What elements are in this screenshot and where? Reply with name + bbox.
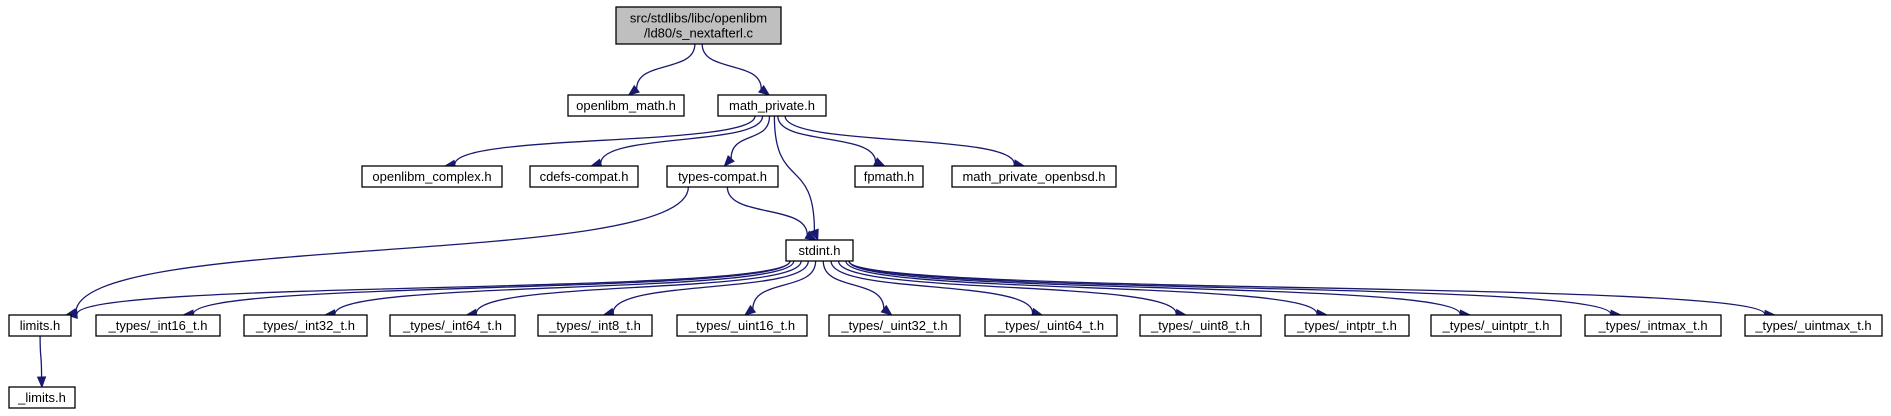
edge-types-compat-to-stdint (726, 186, 817, 241)
node-types-compat[interactable]: types-compat.h (666, 165, 779, 188)
node-label: openlibm_math.h (576, 98, 676, 113)
node-label: _types/_uintmax_t.h (1754, 318, 1871, 333)
node-label: /ld80/s_nextafterl.c (644, 26, 754, 41)
node-box (361, 165, 503, 188)
node-box (828, 314, 961, 337)
node-label: openlibm_complex.h (372, 169, 491, 184)
node-label: _types/_uint64_t.h (997, 318, 1104, 333)
edge-math-private-to-types-compat (723, 115, 771, 167)
edge-stdint-to-int8 (602, 260, 809, 317)
node-box (1430, 314, 1562, 337)
node-label: _types/_int8_t.h (548, 318, 641, 333)
node-label: math_private_openbsd.h (962, 169, 1105, 184)
node-uint64[interactable]: _types/_uint64_t.h (984, 314, 1118, 337)
edge-stdint-to-int32 (323, 260, 795, 319)
edge-limits-to--limits (36, 335, 47, 389)
node-intmax[interactable]: _types/_intmax_t.h (1584, 314, 1722, 337)
node-label: src/stdlibs/libc/openlibm (630, 11, 767, 26)
edge-math-private-to-math-private-openbsd (784, 115, 1026, 169)
node-stdint[interactable]: stdint.h (785, 239, 854, 262)
node-box (984, 314, 1118, 337)
node-box (666, 165, 779, 188)
node-label: types-compat.h (678, 169, 767, 184)
node--limits[interactable]: _limits.h (8, 386, 76, 409)
node-box (95, 314, 221, 337)
node-label: fpmath.h (864, 169, 915, 184)
edge-math-private-to-fpmath (777, 115, 886, 167)
node-math-private[interactable]: math_private.h (717, 94, 827, 117)
node-label: math_private.h (729, 98, 815, 113)
node-label: _types/_intptr_t.h (1296, 318, 1397, 333)
node-box (676, 314, 808, 337)
graph-nodes: src/stdlibs/libc/openlibm/ld80/s_nextaft… (8, 6, 1883, 409)
node-label: _types/_uint16_t.h (688, 318, 795, 333)
node-label: limits.h (20, 318, 60, 333)
edge-root-to-openlibm-math (627, 43, 696, 96)
edge-stdint-to-uint16 (743, 260, 817, 316)
node-int8[interactable]: _types/_int8_t.h (537, 314, 653, 337)
node-box (529, 165, 639, 188)
node-box (717, 94, 827, 117)
edge-stdint-to-int16 (181, 260, 791, 319)
node-box (389, 314, 516, 337)
node-openlibm-math[interactable]: openlibm_math.h (567, 94, 685, 117)
node-label: _types/_int16_t.h (107, 318, 207, 333)
node-root[interactable]: src/stdlibs/libc/openlibm/ld80/s_nextaft… (615, 6, 782, 45)
node-label: _types/_uintptr_t.h (1442, 318, 1550, 333)
node-box (567, 94, 685, 117)
node-label: _types/_int32_t.h (255, 318, 355, 333)
node-box (785, 239, 854, 262)
node-cdefs-compat[interactable]: cdefs-compat.h (529, 165, 639, 188)
node-label: _limits.h (17, 390, 66, 405)
node-uintptr[interactable]: _types/_uintptr_t.h (1430, 314, 1562, 337)
node-uint16[interactable]: _types/_uint16_t.h (676, 314, 808, 337)
node-box (8, 314, 72, 337)
node-box (8, 386, 76, 409)
edge-stdint-to-intptr (845, 260, 1329, 319)
edge-math-private-to-cdefs-compat (589, 115, 764, 168)
node-box (1284, 314, 1410, 337)
node-label: stdint.h (799, 243, 841, 258)
node-label: cdefs-compat.h (540, 169, 629, 184)
node-box (1744, 314, 1883, 337)
node-box (951, 165, 1117, 188)
edge-stdint-to-uint32 (822, 260, 893, 316)
node-box (615, 6, 782, 45)
node-int32[interactable]: _types/_int32_t.h (243, 314, 368, 337)
node-box (537, 314, 653, 337)
node-box (1139, 314, 1262, 337)
edge-math-private-to-stdint (773, 115, 819, 242)
edge-root-to-math-private (701, 43, 771, 96)
node-uint32[interactable]: _types/_uint32_t.h (828, 314, 961, 337)
node-box (854, 165, 924, 188)
node-fpmath[interactable]: fpmath.h (854, 165, 924, 188)
node-label: _types/_intmax_t.h (1597, 318, 1707, 333)
node-box (1584, 314, 1722, 337)
node-label: _types/_int64_t.h (402, 318, 502, 333)
node-int64[interactable]: _types/_int64_t.h (389, 314, 516, 337)
edge-types-compat-to-limits (64, 186, 690, 318)
node-label: _types/_uint32_t.h (840, 318, 947, 333)
node-math-private-openbsd[interactable]: math_private_openbsd.h (951, 165, 1117, 188)
node-uint8[interactable]: _types/_uint8_t.h (1139, 314, 1262, 337)
node-openlibm-complex[interactable]: openlibm_complex.h (361, 165, 503, 188)
node-limits[interactable]: limits.h (8, 314, 72, 337)
node-intptr[interactable]: _types/_intptr_t.h (1284, 314, 1410, 337)
edge-stdint-to-limits (65, 260, 791, 319)
node-box (243, 314, 368, 337)
node-uintmax[interactable]: _types/_uintmax_t.h (1744, 314, 1883, 337)
node-label: _types/_uint8_t.h (1150, 318, 1250, 333)
node-int16[interactable]: _types/_int16_t.h (95, 314, 221, 337)
